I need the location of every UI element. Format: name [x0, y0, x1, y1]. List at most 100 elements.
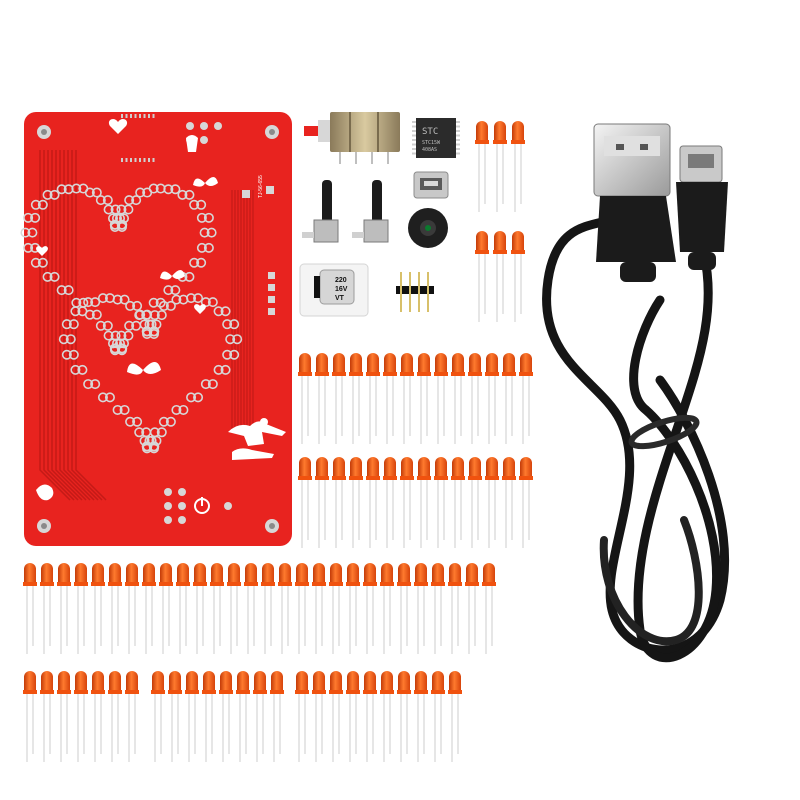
led-pad	[103, 330, 121, 341]
led	[465, 563, 479, 654]
chip-brand: STC	[422, 127, 438, 137]
led	[502, 353, 516, 444]
led	[417, 353, 431, 444]
led	[346, 563, 360, 654]
led	[346, 671, 360, 762]
led-group-right-top-b	[475, 231, 525, 322]
led-group-bottom-c	[295, 671, 462, 762]
led	[485, 457, 499, 548]
led-pad	[134, 310, 152, 321]
led-pad	[125, 300, 143, 311]
potentiometer-left	[302, 180, 339, 243]
led	[366, 353, 380, 444]
led	[168, 671, 182, 762]
led	[278, 563, 292, 654]
led	[329, 563, 343, 654]
led-pad	[107, 213, 125, 224]
led	[125, 671, 139, 762]
led-pad	[84, 187, 102, 198]
led-pad	[186, 392, 204, 403]
led-pad	[134, 427, 152, 438]
led	[329, 671, 343, 762]
led	[482, 563, 496, 654]
power-icon	[194, 497, 210, 514]
micro-usb-plug	[676, 145, 728, 270]
led	[159, 563, 173, 654]
led	[295, 671, 309, 762]
electrolytic-capacitor: 220 16V VT	[299, 263, 369, 317]
led-pad	[58, 334, 76, 345]
led-pad	[141, 326, 159, 337]
led-pad	[139, 319, 157, 330]
led	[511, 121, 525, 212]
led-pad	[124, 195, 142, 206]
led	[400, 353, 414, 444]
led-pad	[95, 320, 113, 331]
led	[414, 671, 428, 762]
pcb-board: TJ-56-655	[20, 112, 292, 546]
led	[244, 563, 258, 654]
led-pad	[97, 392, 115, 403]
led	[261, 563, 275, 654]
led	[363, 671, 377, 762]
led-pad	[112, 294, 130, 305]
led-pad	[56, 285, 74, 296]
led	[253, 671, 267, 762]
led	[57, 671, 71, 762]
led	[298, 457, 312, 548]
led	[397, 671, 411, 762]
led	[332, 457, 346, 548]
led-group-full-row	[23, 563, 496, 654]
led-group-bottom-b	[151, 671, 284, 762]
pcb-traces	[39, 150, 254, 501]
led-pad	[70, 364, 88, 375]
led	[295, 563, 309, 654]
capacitor-value: 220	[335, 277, 347, 284]
led-pad	[213, 364, 231, 375]
mounting-holes	[37, 122, 279, 533]
led	[125, 563, 139, 654]
led	[451, 353, 465, 444]
led-pad	[148, 297, 166, 308]
led-pad	[112, 404, 130, 415]
led-pad	[109, 219, 127, 230]
buzzer	[408, 208, 448, 248]
led-pad	[213, 306, 231, 317]
led	[448, 671, 462, 762]
microcontroller-chip: STC STC15W 408AS	[121, 114, 460, 162]
led	[434, 353, 448, 444]
led	[332, 353, 346, 444]
capacitor-series: VT	[335, 295, 345, 302]
led	[475, 121, 489, 212]
led-pad	[103, 204, 121, 215]
led	[227, 563, 241, 654]
led	[349, 353, 363, 444]
led	[23, 563, 37, 654]
led	[397, 563, 411, 654]
led-pad	[158, 300, 176, 311]
potentiometer-right	[352, 180, 389, 243]
chip-line-2: 408AS	[422, 147, 437, 153]
led-pad	[109, 343, 127, 354]
led	[270, 671, 284, 762]
led-pad	[222, 319, 240, 330]
led-pad	[61, 319, 79, 330]
led	[380, 671, 394, 762]
chip-line-1: STC15W	[422, 140, 441, 146]
led	[91, 563, 105, 654]
led	[236, 671, 250, 762]
led	[502, 457, 516, 548]
led	[493, 231, 507, 322]
led-group-bottom-a	[23, 671, 139, 762]
led	[315, 457, 329, 548]
push-switch	[304, 112, 400, 164]
led-group-middle-row-2	[298, 457, 533, 548]
led-pad	[70, 306, 88, 317]
led	[315, 353, 329, 444]
led-pad	[30, 257, 48, 268]
led	[91, 671, 105, 762]
led-pad	[222, 349, 240, 360]
led-pad	[189, 199, 207, 210]
led-pad	[83, 297, 101, 308]
